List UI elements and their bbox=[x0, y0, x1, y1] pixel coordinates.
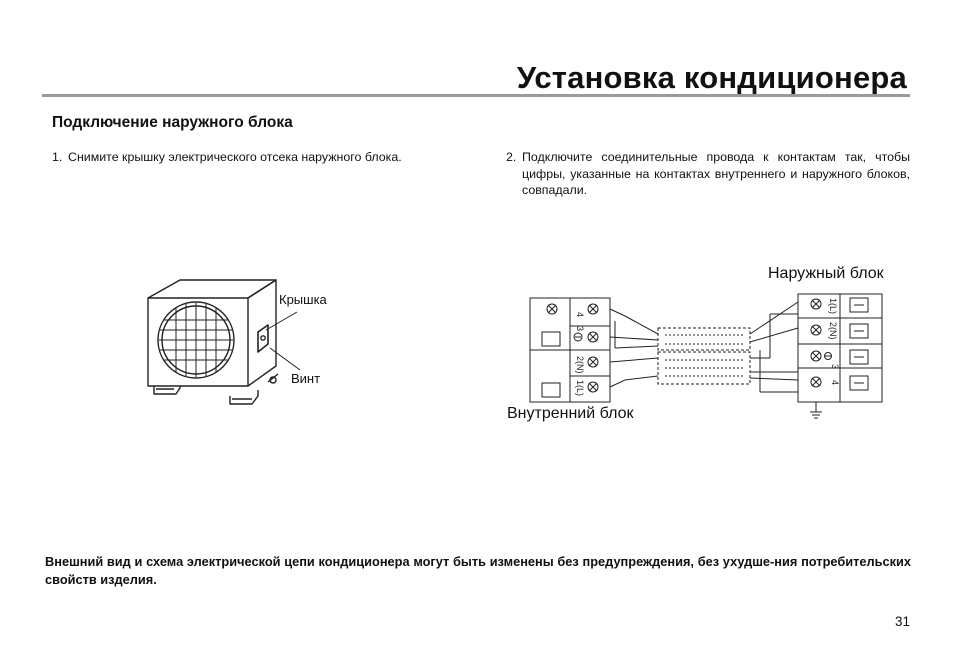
step-text: Подключите соединительные провода к конт… bbox=[522, 150, 910, 197]
step-text: Снимите крышку электрического отсека нар… bbox=[68, 150, 402, 164]
outdoor-terminal-label: 3 bbox=[830, 364, 840, 369]
page-title: Установка кондиционера bbox=[516, 60, 907, 95]
cover-label: Крышка bbox=[279, 292, 327, 307]
screw-label: Винт bbox=[291, 371, 321, 386]
outdoor-unit-label: Наружный блок bbox=[768, 265, 884, 282]
wiring-diagram: 4 3 2(N) 1(L) 1(L) 2(N) 3 4 bbox=[529, 293, 883, 419]
outdoor-terminal-label: 1(L) bbox=[828, 298, 838, 314]
indoor-terminal-label: 1(L) bbox=[575, 380, 585, 396]
step-number: 2. bbox=[506, 150, 517, 164]
instruction-step-1: 1. Снимите крышку электрического отсека … bbox=[52, 149, 454, 166]
instruction-step-2: 2. Подключите соединительные провода к к… bbox=[506, 149, 910, 199]
indoor-unit-label: Внутренний блок bbox=[507, 405, 634, 422]
step-number: 1. bbox=[52, 150, 63, 164]
disclaimer-note: Внешний вид и схема электрической цепи к… bbox=[45, 554, 911, 587]
outdoor-terminal-label: 4 bbox=[830, 380, 840, 385]
outdoor-terminal-label: 2(N) bbox=[828, 322, 838, 340]
section-heading: Подключение наружного блока bbox=[52, 114, 293, 131]
indoor-terminal-label: 3 bbox=[575, 326, 585, 331]
page-number: 31 bbox=[894, 614, 910, 629]
indoor-terminal-label: 2(N) bbox=[575, 356, 585, 374]
header-divider bbox=[42, 94, 910, 97]
outdoor-unit-illustration bbox=[147, 279, 301, 405]
indoor-terminal-label: 4 bbox=[575, 312, 585, 317]
